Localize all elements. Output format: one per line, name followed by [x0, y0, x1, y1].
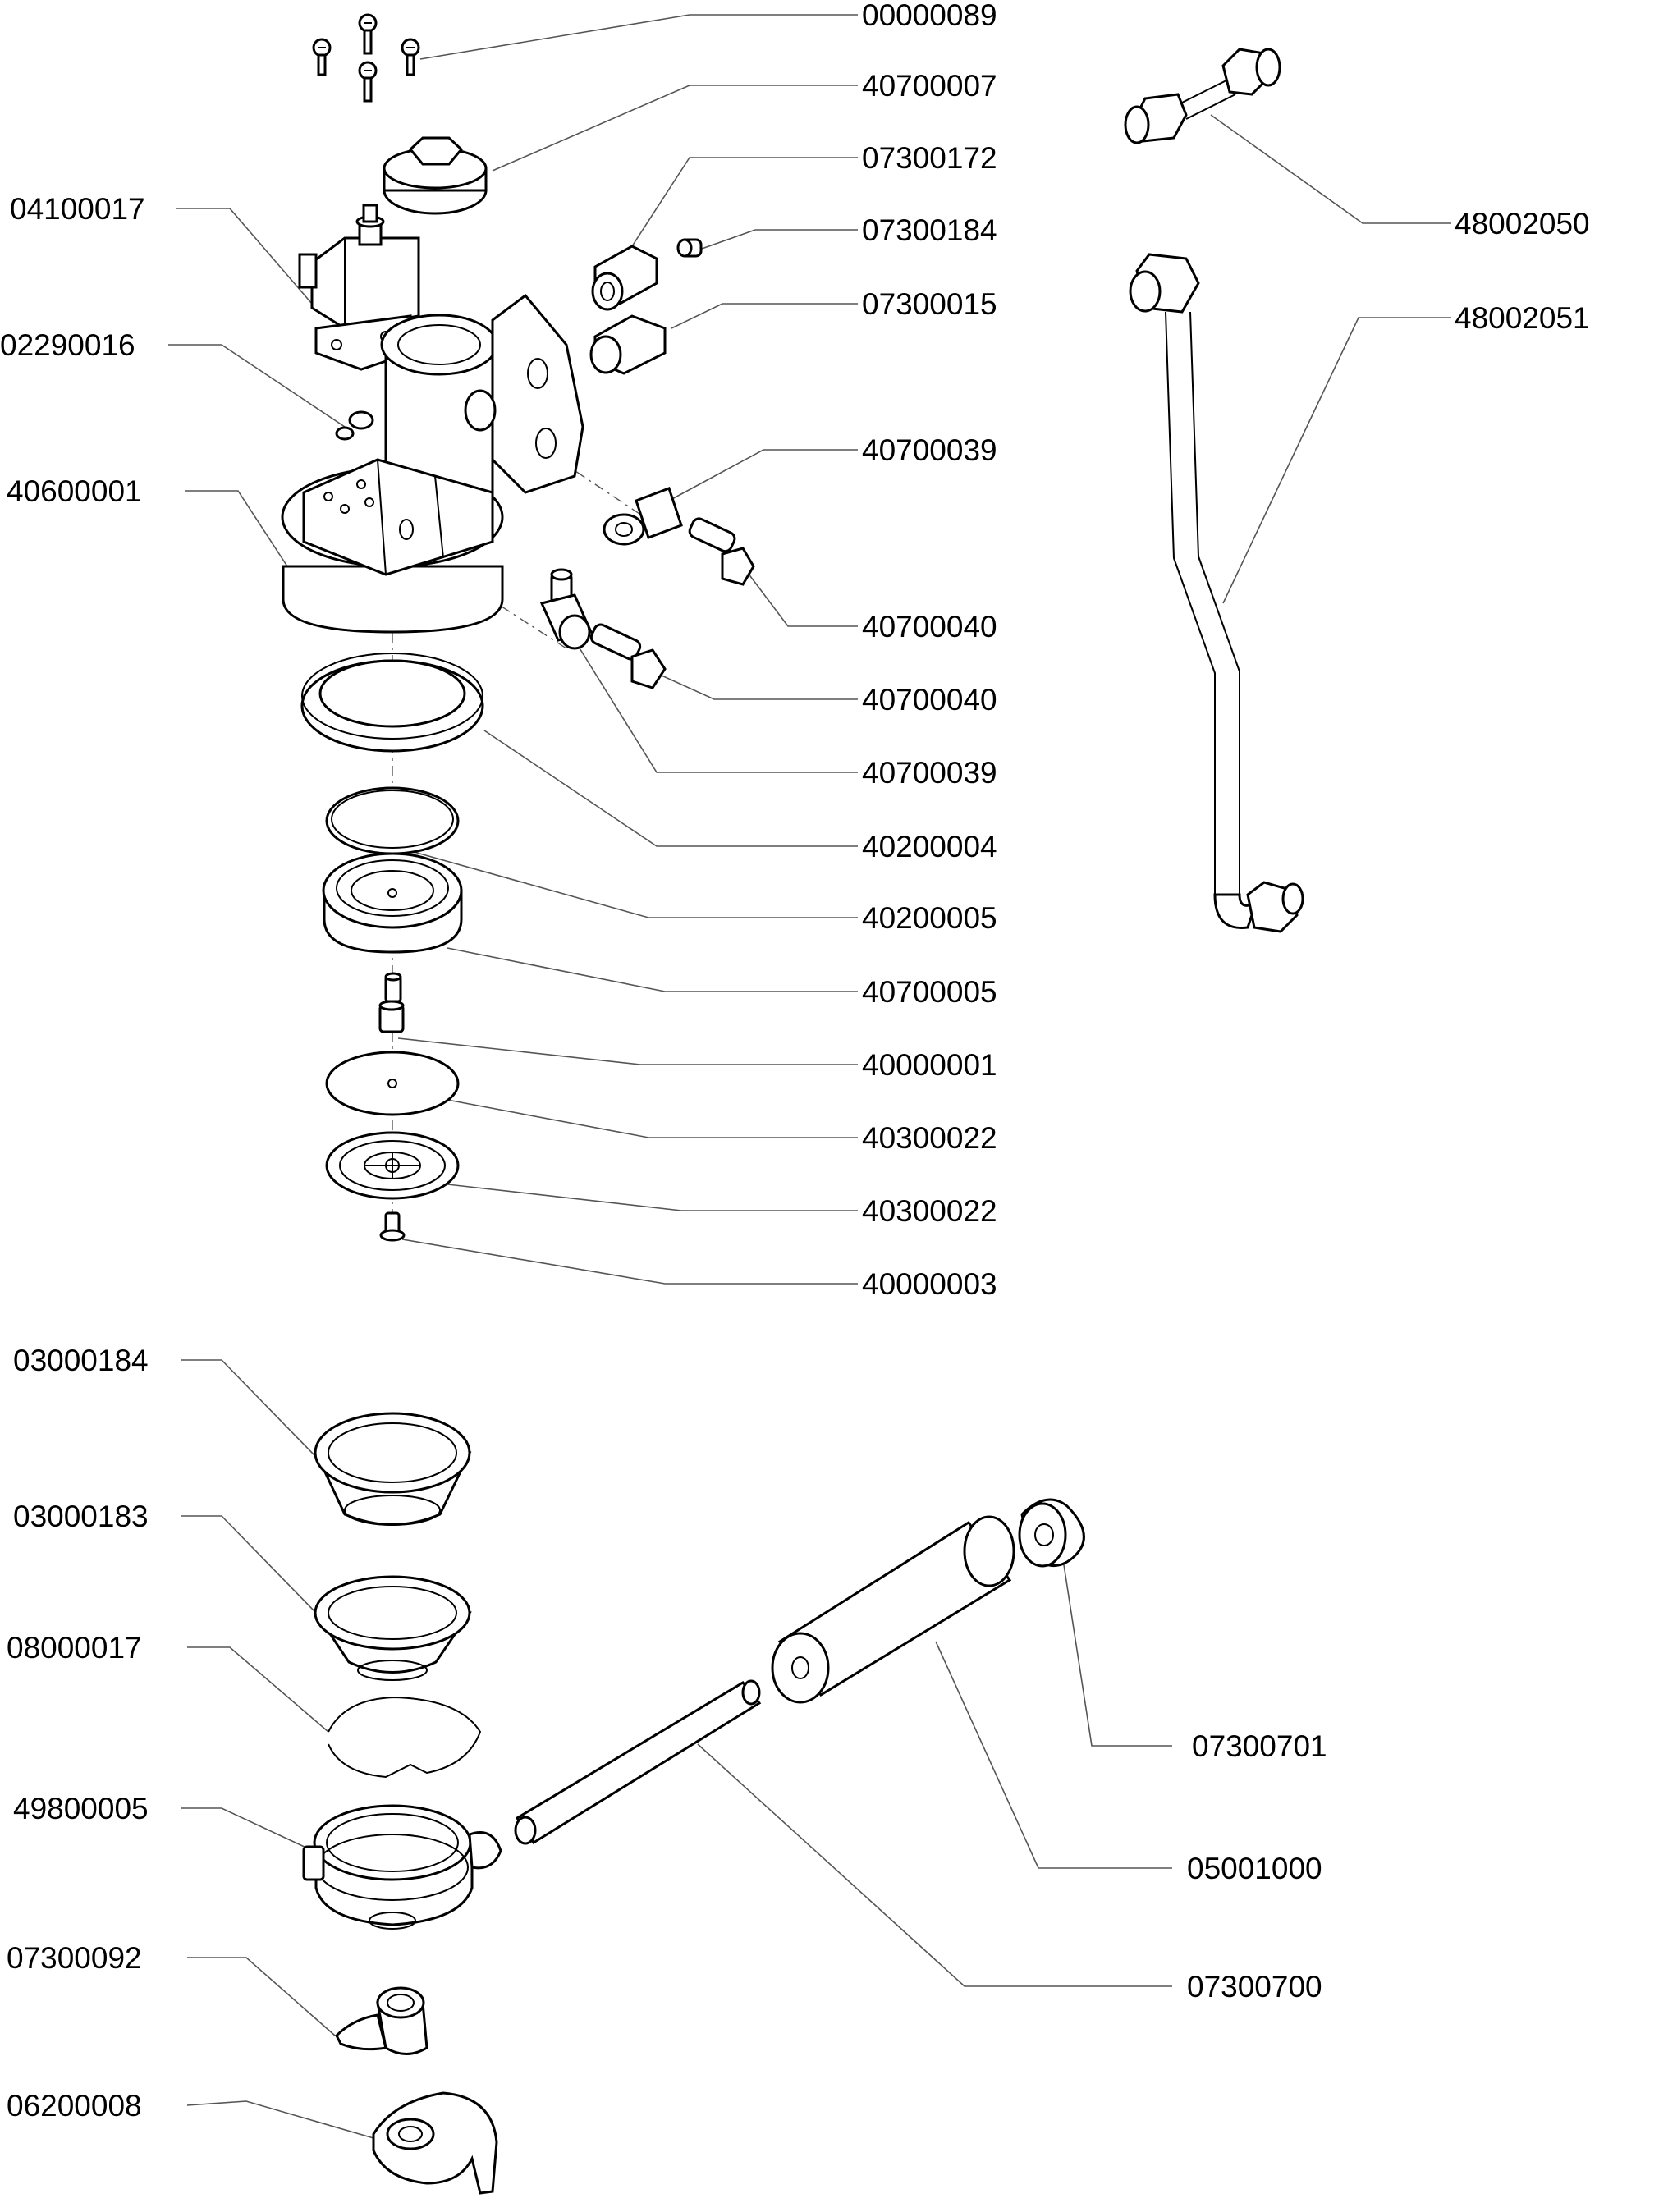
label-48002050: 48002050 [1455, 207, 1590, 240]
leader-05001000 [935, 1641, 1172, 1869]
handle-grip-05001000 [771, 1515, 1015, 1704]
leader-40300022a [447, 1099, 858, 1138]
group-body-40600001 [281, 293, 584, 634]
leader-49800005 [181, 1807, 309, 1849]
leader-07300092 [187, 1957, 336, 2036]
label-07300184: 07300184 [862, 213, 997, 247]
spout-07300092 [335, 1986, 428, 2055]
spring-clip-08000017 [328, 1696, 482, 1779]
leader-03000184 [181, 1359, 317, 1458]
label-40300022-disc: 40300022 [862, 1121, 997, 1155]
label-40000003: 40000003 [862, 1267, 997, 1301]
label-49800005: 49800005 [13, 1792, 149, 1825]
label-07300092: 07300092 [7, 1941, 142, 1975]
leader-06200008 [186, 2100, 374, 2139]
label-40700039-upper: 40700039 [862, 433, 997, 467]
banjo-bolt-40700040-upper [688, 517, 755, 586]
spout-06200008 [372, 2091, 498, 2195]
label-40000001: 40000001 [862, 1048, 997, 1082]
label-40700039-lower: 40700039 [862, 756, 997, 790]
banjo-bolt-40700040-lower [589, 623, 667, 689]
o-ring-40200005 [325, 786, 460, 855]
leader-40700040b [652, 671, 858, 700]
banjo-fitting-40700039-lower [539, 568, 593, 650]
o-rings-02290016 [335, 410, 374, 441]
label-40200005: 40200005 [862, 901, 997, 935]
gasket-40200004 [300, 653, 484, 753]
leader-07300184 [701, 229, 858, 250]
leader-04100017 [176, 208, 313, 305]
label-07300700: 07300700 [1187, 1970, 1322, 2004]
fitting-07300015 [589, 314, 667, 375]
screw-40000001 [378, 972, 405, 1033]
leader-40700039a [668, 449, 858, 501]
label-40700007: 40700007 [862, 69, 997, 103]
leader-07300172 [631, 157, 858, 247]
leader-07300701 [1062, 1559, 1172, 1747]
label-04100017: 04100017 [10, 192, 145, 226]
filter-basket-03000184 [314, 1412, 472, 1526]
shower-plate-40300022 [325, 1131, 460, 1200]
screws-00000089 [312, 13, 420, 103]
banjo-fitting-40700039-upper [603, 487, 683, 546]
leader-lines [168, 14, 1451, 2139]
label-03000184: 03000184 [13, 1344, 149, 1377]
leader-07300015 [671, 303, 858, 329]
label-07300172: 07300172 [862, 141, 997, 175]
fitting-07300172 [591, 245, 658, 311]
leader-40000003 [401, 1239, 858, 1285]
leader-48002051 [1222, 317, 1451, 604]
leader-40300022b [447, 1184, 858, 1211]
part-number-labels: 00000089 40700007 07300172 07300184 0730… [0, 0, 1590, 2123]
label-07300701: 07300701 [1192, 1729, 1327, 1763]
handle-rod-07300700 [514, 1679, 762, 1845]
label-05001000: 05001000 [1187, 1852, 1322, 1885]
label-40700040-upper: 40700040 [862, 610, 997, 643]
portafilter-49800005 [302, 1804, 502, 1930]
leader-40200004 [483, 730, 858, 847]
label-40600001: 40600001 [7, 474, 142, 508]
label-40300022-plate: 40300022 [862, 1194, 997, 1228]
screw-40000003 [379, 1211, 406, 1242]
filter-basket-03000183 [314, 1575, 472, 1681]
label-40700040-lower: 40700040 [862, 683, 997, 717]
label-48002051: 48002051 [1455, 301, 1590, 335]
leader-40000001 [397, 1037, 858, 1065]
label-40200004: 40200004 [862, 830, 997, 863]
leader-07300700 [697, 1743, 1172, 1987]
leader-40700039b [574, 639, 858, 773]
diffuser-holder-40700005 [322, 852, 463, 954]
tube-fitting-48002050 [1124, 48, 1281, 144]
leader-40700040a [742, 566, 858, 627]
label-06200008: 06200008 [7, 2089, 142, 2123]
label-40700005: 40700005 [862, 975, 997, 1009]
label-02290016: 02290016 [0, 328, 135, 362]
label-00000089: 00000089 [862, 0, 997, 32]
leader-40700005 [447, 947, 858, 992]
cap-40700007 [383, 136, 488, 215]
fitting-07300184 [676, 238, 703, 258]
label-07300015: 07300015 [862, 287, 997, 321]
leader-00000089 [419, 14, 858, 60]
label-03000183: 03000183 [13, 1500, 149, 1533]
leader-40200005 [360, 836, 858, 918]
leader-08000017 [187, 1646, 329, 1733]
label-08000017: 08000017 [7, 1631, 142, 1665]
leader-40700007 [492, 85, 858, 172]
leader-40600001 [185, 490, 288, 567]
tube-48002051 [1129, 253, 1304, 933]
disc-40300022-flat [325, 1051, 460, 1116]
leader-02290016 [168, 344, 346, 428]
handle-cap-07300701 [1018, 1498, 1085, 1568]
leader-48002050 [1210, 114, 1451, 224]
leader-03000183 [181, 1515, 317, 1614]
